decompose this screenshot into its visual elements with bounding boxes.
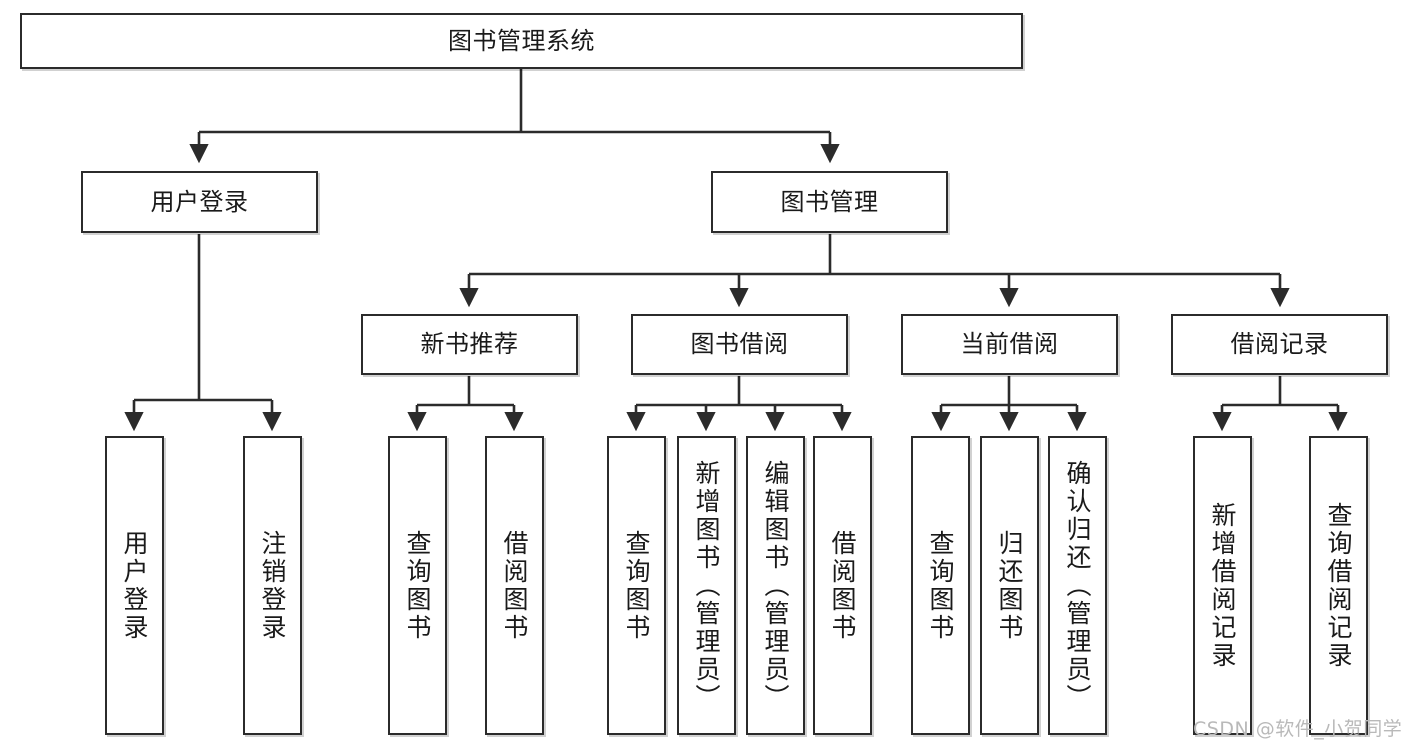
node-borrow-record-label: 借阅记录	[1230, 330, 1329, 359]
node-leaf-label: 借阅图书	[828, 529, 857, 642]
node-leaf-user-login-login[interactable]: 用户登录	[105, 436, 164, 735]
node-leaf-label: 编辑图书（管理员）	[761, 459, 790, 712]
node-leaf-label: 新增借阅记录	[1208, 501, 1237, 670]
node-leaf-label: 查询图书	[403, 529, 432, 642]
node-root-label: 图书管理系统	[448, 26, 595, 55]
node-leaf-current-borrow-confirm[interactable]: 确认归还（管理员）	[1048, 436, 1107, 735]
node-book-borrow-label: 图书借阅	[690, 330, 789, 359]
node-leaf-label: 新增图书（管理员）	[692, 459, 721, 712]
node-leaf-new-book-query[interactable]: 查询图书	[388, 436, 447, 735]
node-new-book-recommend[interactable]: 新书推荐	[361, 314, 578, 375]
node-current-borrow[interactable]: 当前借阅	[901, 314, 1118, 375]
node-borrow-record[interactable]: 借阅记录	[1171, 314, 1388, 375]
node-leaf-label: 确认归还（管理员）	[1063, 459, 1092, 712]
node-new-book-recommend-label: 新书推荐	[420, 330, 519, 359]
node-book-management[interactable]: 图书管理	[711, 171, 948, 233]
node-leaf-borrow-record-query[interactable]: 查询借阅记录	[1309, 436, 1368, 735]
node-leaf-new-book-borrow[interactable]: 借阅图书	[485, 436, 544, 735]
node-leaf-book-borrow-edit[interactable]: 编辑图书（管理员）	[746, 436, 805, 735]
node-root[interactable]: 图书管理系统	[20, 13, 1023, 69]
node-leaf-book-borrow-add[interactable]: 新增图书（管理员）	[677, 436, 736, 735]
node-leaf-label: 用户登录	[120, 529, 149, 642]
node-book-borrow[interactable]: 图书借阅	[631, 314, 848, 375]
node-leaf-label: 查询图书	[926, 529, 955, 642]
node-user-login-label: 用户登录	[150, 187, 249, 216]
node-leaf-book-borrow-query[interactable]: 查询图书	[607, 436, 666, 735]
node-user-login[interactable]: 用户登录	[81, 171, 318, 233]
node-leaf-book-borrow-borrow[interactable]: 借阅图书	[813, 436, 872, 735]
node-book-management-label: 图书管理	[780, 187, 879, 216]
node-leaf-label: 注销登录	[258, 529, 287, 642]
node-leaf-label: 借阅图书	[500, 529, 529, 642]
node-leaf-current-borrow-return[interactable]: 归还图书	[980, 436, 1039, 735]
node-leaf-borrow-record-add[interactable]: 新增借阅记录	[1193, 436, 1252, 735]
node-leaf-current-borrow-query[interactable]: 查询图书	[911, 436, 970, 735]
node-leaf-label: 查询图书	[622, 529, 651, 642]
node-leaf-label: 查询借阅记录	[1324, 501, 1353, 670]
node-current-borrow-label: 当前借阅	[960, 330, 1059, 359]
node-leaf-user-login-logout[interactable]: 注销登录	[243, 436, 302, 735]
node-leaf-label: 归还图书	[995, 529, 1024, 642]
